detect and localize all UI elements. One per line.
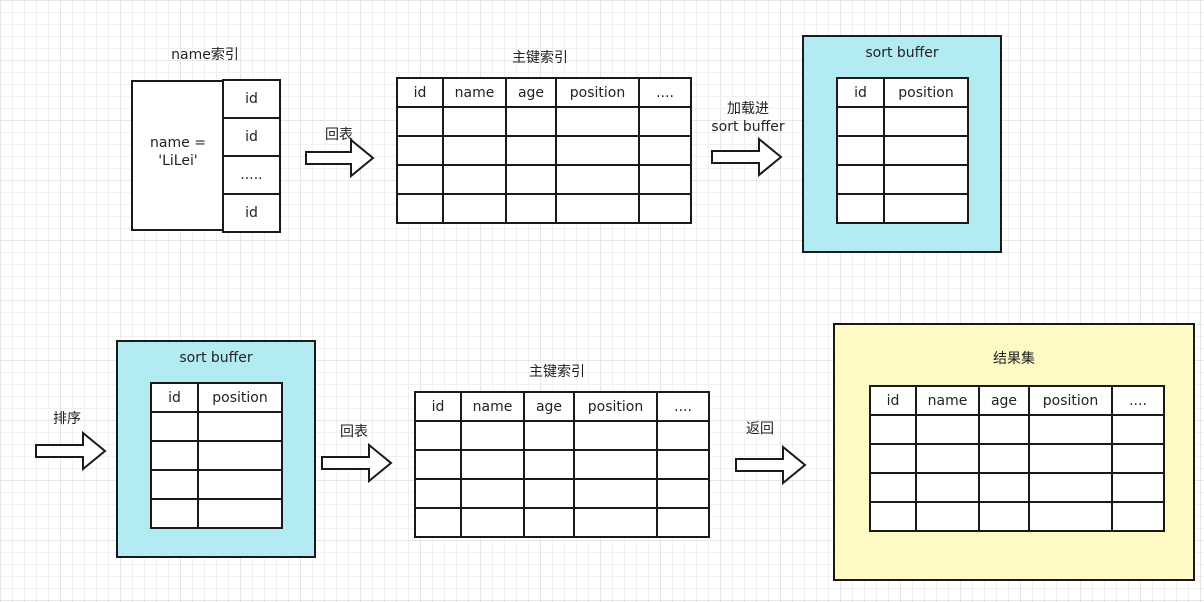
column-header: position [197,382,283,413]
table-row [414,507,710,538]
column-header: name [460,391,525,422]
right-arrow-icon [735,444,807,486]
primary-index-table-2: id name age position .... [414,391,710,538]
table-row [836,193,969,224]
primary-index-title-1: 主键索引 [512,50,568,66]
name-index-title: name索引 [171,47,239,63]
table-row [869,501,1165,532]
table-header-row: id position [836,77,969,108]
column-header: id [836,77,885,108]
name-index-id-cell: id [222,117,281,157]
table-row [869,472,1165,503]
column-header: age [505,77,557,108]
table-row [150,498,283,529]
table-row [836,106,969,137]
column-header: .... [656,391,710,422]
sort-arrow-label: 排序 [53,411,81,427]
result-set-title: 结果集 [993,351,1035,367]
sort-buffer-table-1: id position [836,77,969,224]
primary-index-table-1: id name age position .... [396,77,692,224]
table-row [414,449,710,480]
table-row [836,135,969,166]
column-header: position [883,77,969,108]
table-row [869,414,1165,445]
right-arrow-icon [35,430,107,472]
column-header: id [396,77,444,108]
table-row [150,440,283,471]
table-row [396,106,692,137]
return-arrow-label: 返回 [746,421,774,437]
name-index-id-cell: id [222,79,281,119]
column-header: .... [1111,385,1165,416]
table-row [396,135,692,166]
table-row [414,478,710,509]
table-header-row: id position [150,382,283,413]
column-header: .... [638,77,692,108]
sort-buffer-table-2: id position [150,382,283,529]
column-header: name [915,385,980,416]
table-header-row: id name age position .... [869,385,1165,416]
table-row [396,193,692,224]
table-row [869,443,1165,474]
lookup-arrow-label-2: 回表 [340,424,368,440]
name-index-condition-cell: name = 'LiLei' [131,80,223,231]
name-index-condition: name = 'LiLei' [150,135,206,169]
table-header-row: id name age position .... [396,77,692,108]
sort-buffer-title-1: sort buffer [865,45,939,61]
column-header: age [523,391,575,422]
name-index-id-cell: ..... [222,155,281,195]
sort-buffer-title-2: sort buffer [179,350,253,366]
load-arrow-label: 加载进 sort buffer [711,101,785,135]
table-row [836,164,969,195]
column-header: id [869,385,917,416]
column-header: id [150,382,199,413]
column-header: id [414,391,462,422]
right-arrow-icon [321,442,393,484]
table-row [150,411,283,442]
table-row [414,420,710,451]
table-row [150,469,283,500]
name-index-id-column: id id ..... id [222,79,281,233]
column-header: position [1028,385,1113,416]
column-header: position [555,77,640,108]
table-row [396,164,692,195]
column-header: position [573,391,658,422]
result-set-table: id name age position .... [869,385,1165,532]
table-header-row: id name age position .... [414,391,710,422]
right-arrow-icon [305,137,375,179]
right-arrow-icon [711,136,783,178]
name-index-id-cell: id [222,193,281,233]
primary-index-title-2: 主键索引 [529,364,585,380]
column-header: age [978,385,1030,416]
column-header: name [442,77,507,108]
lookup-arrow-label-1: 回表 [325,127,353,143]
